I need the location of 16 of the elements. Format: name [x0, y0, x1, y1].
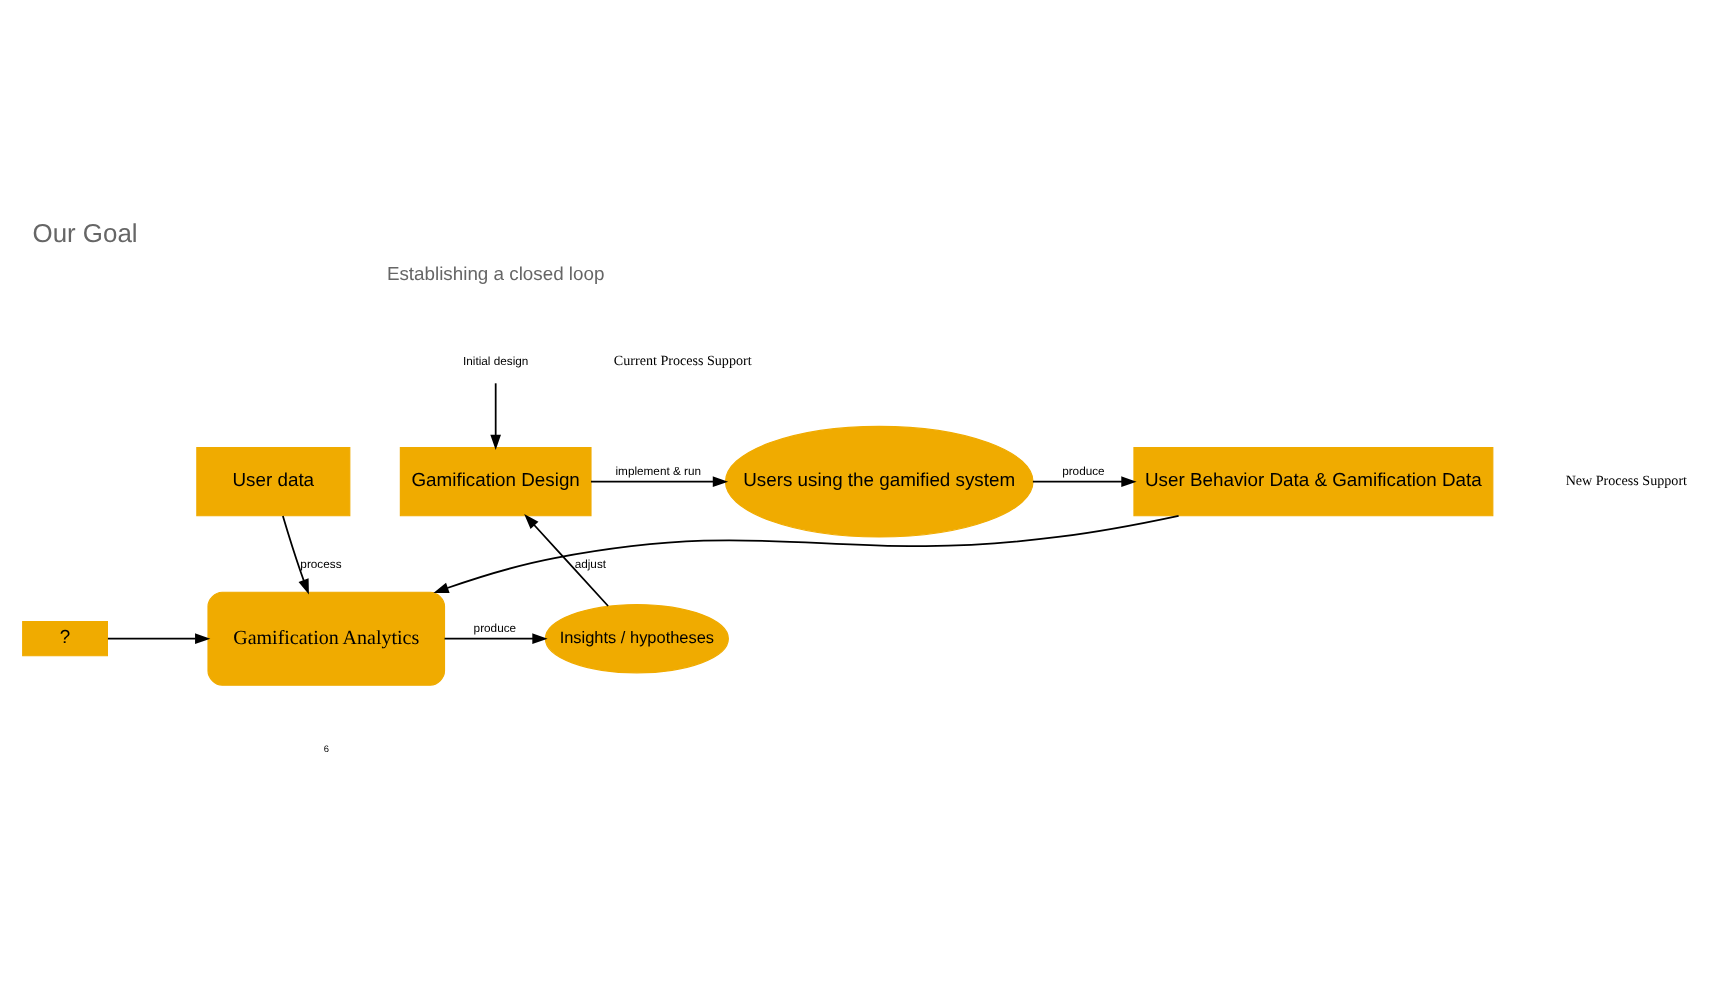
node-box: Gamification Analytics [206, 590, 445, 685]
node-box: Gamification Design [398, 445, 591, 516]
arrow [1031, 475, 1136, 486]
arrow [432, 513, 1179, 592]
diagram-title: Our Goal [31, 217, 137, 248]
arrow [489, 381, 501, 449]
arrow [281, 514, 308, 594]
arrow [106, 632, 210, 644]
node-ellipse: Users using the gamified system [723, 424, 1033, 537]
arrow [589, 475, 728, 486]
arrow [442, 632, 547, 644]
label: Establishing a closed loop [385, 261, 604, 284]
node-box: User data [195, 445, 350, 516]
arrow [523, 513, 608, 606]
node-box: User Behavior Data & Gamification Data [1132, 445, 1493, 516]
node-box: ? [21, 620, 107, 656]
